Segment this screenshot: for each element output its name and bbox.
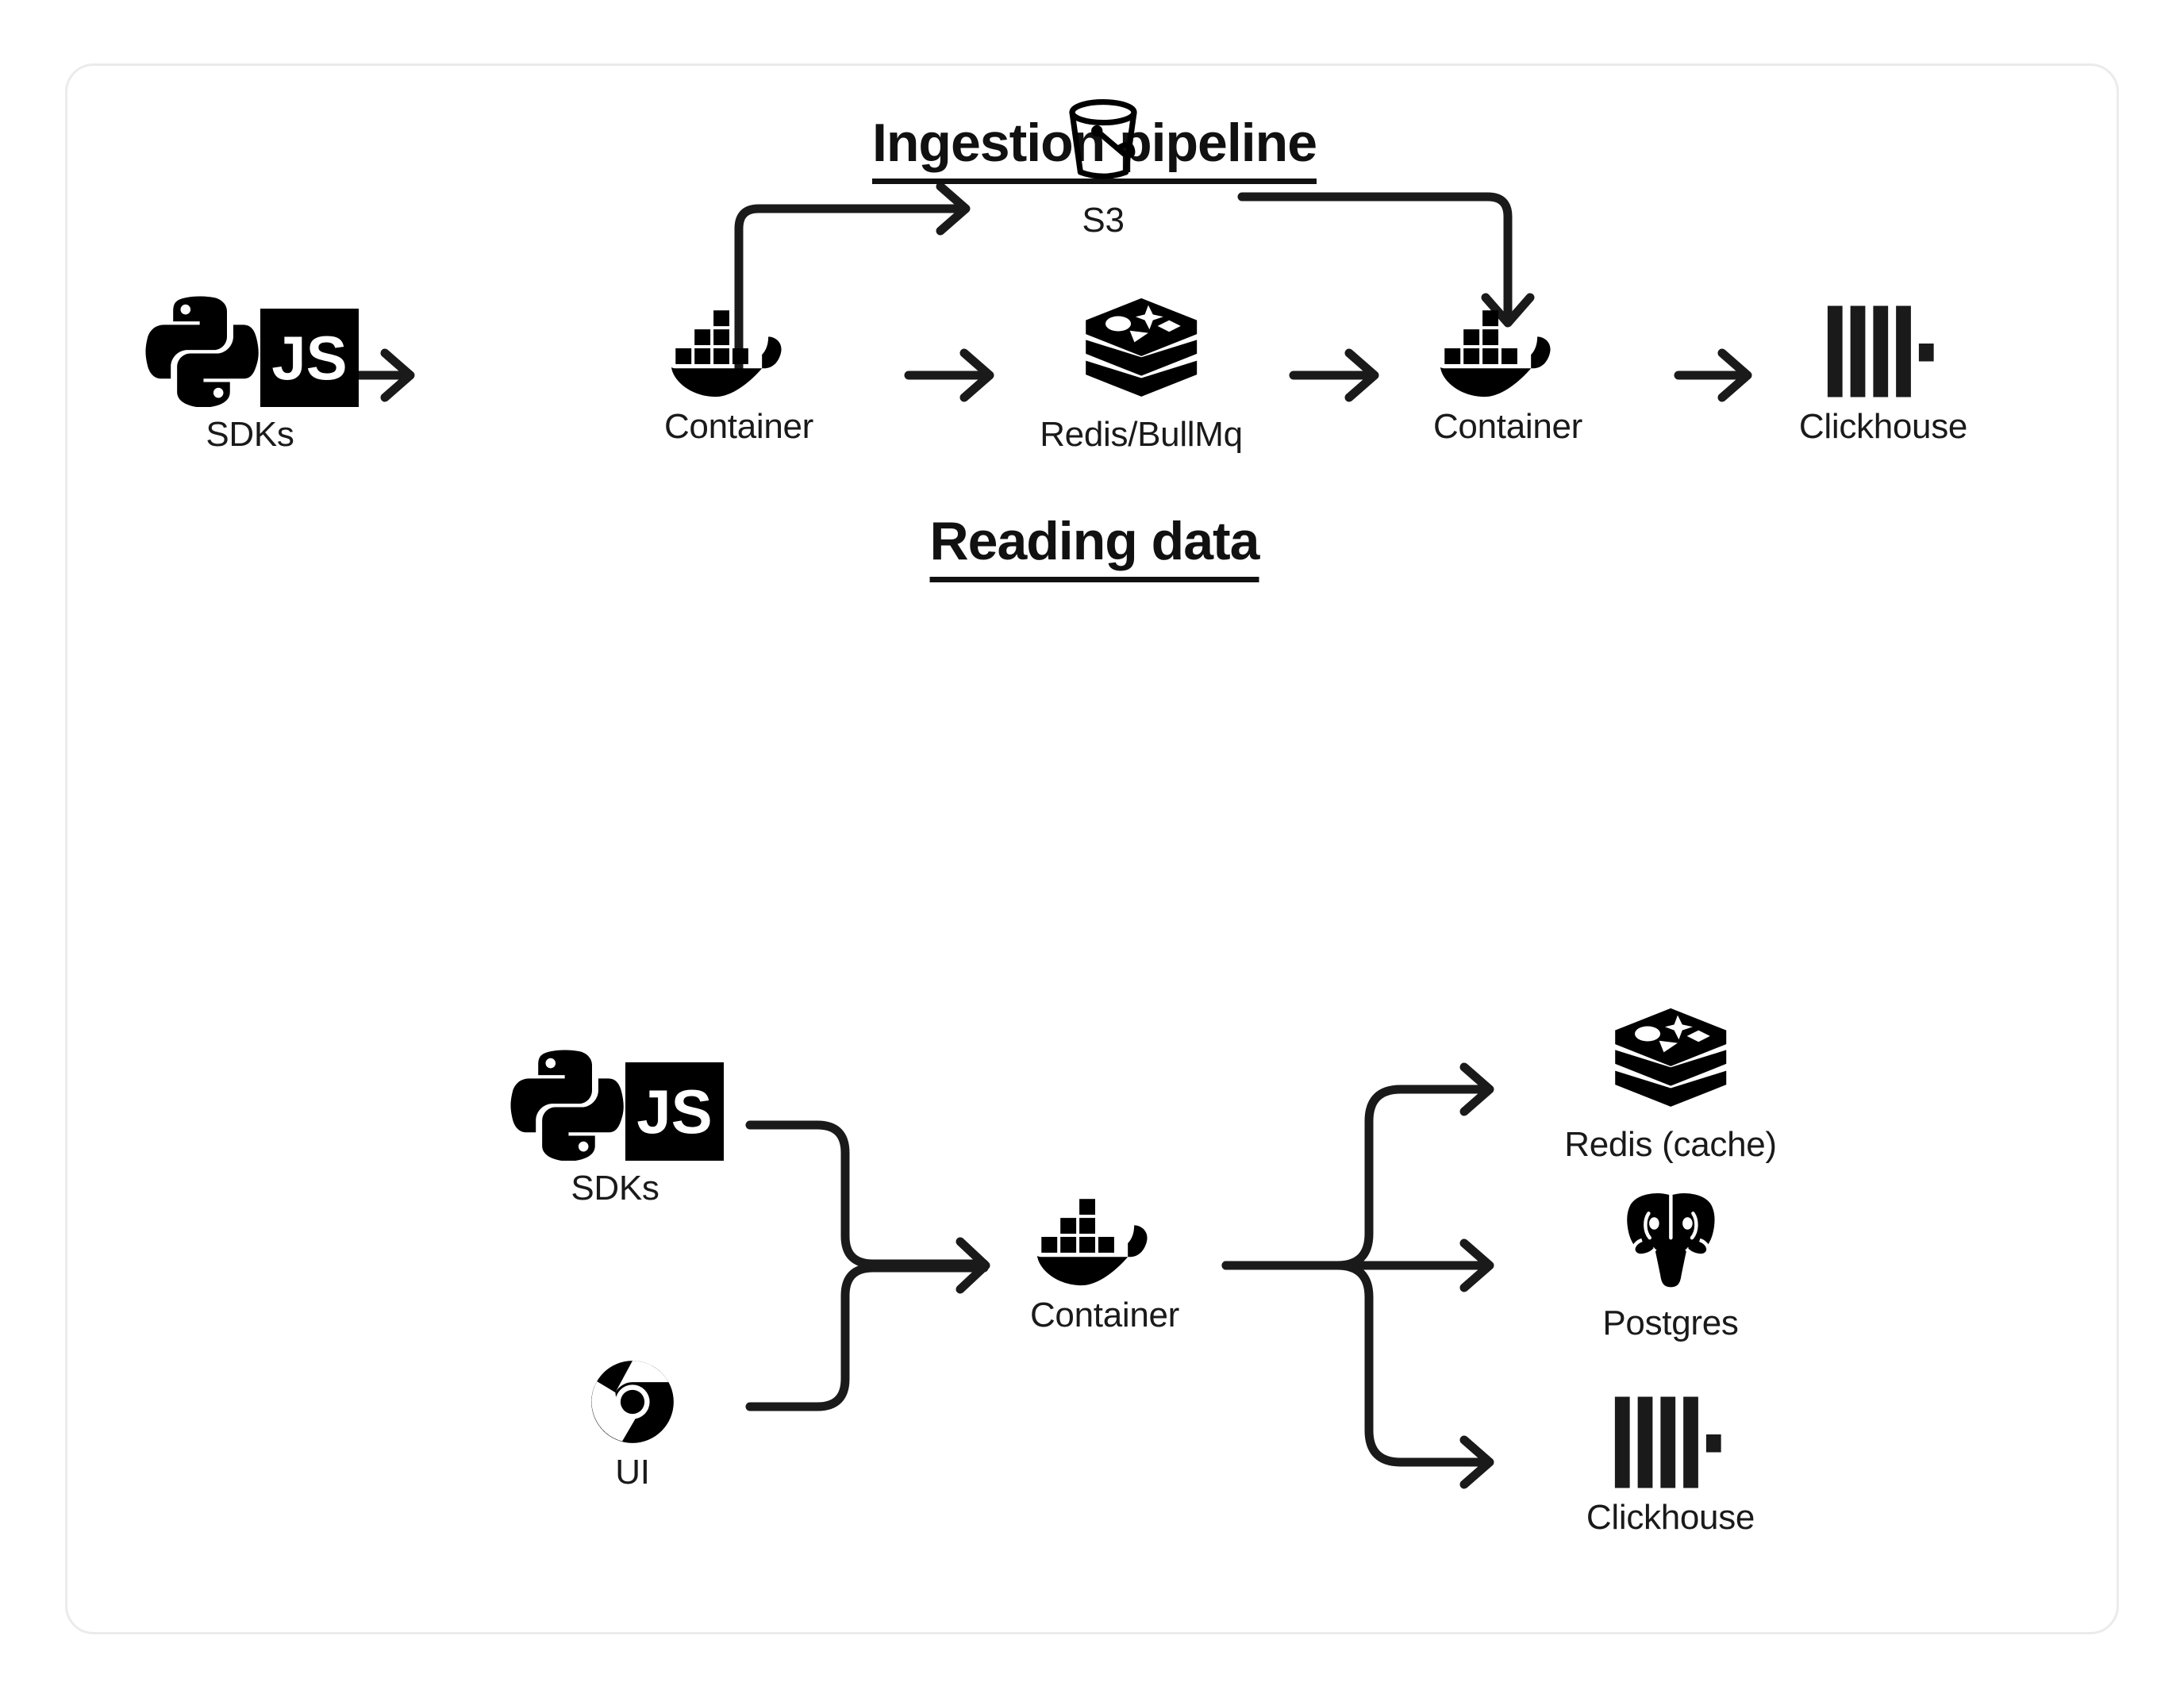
arrow-container2-to-clickhouse bbox=[1674, 348, 1752, 402]
redis-stack-glyph bbox=[1614, 1008, 1726, 1107]
node-s3[interactable]: S3 bbox=[1052, 90, 1155, 240]
node-clickhouse2[interactable]: Clickhouse bbox=[1586, 1395, 1755, 1538]
arrow-container3-to-redis-cache bbox=[1221, 1062, 1494, 1270]
node-clickhouse-label: Clickhouse bbox=[1798, 407, 1968, 446]
javascript-icon-label: JS bbox=[636, 1077, 713, 1146]
docker-whale-glyph bbox=[1037, 1199, 1148, 1286]
python-icon bbox=[145, 296, 259, 407]
postgres-elephant-glyph bbox=[1623, 1189, 1718, 1291]
node-container3[interactable]: Container bbox=[1030, 1192, 1179, 1335]
python-js-sdk-icon: JS bbox=[141, 288, 359, 407]
docker-whale-icon bbox=[664, 304, 813, 399]
node-sdks-label: SDKs bbox=[206, 415, 294, 454]
clickhouse-bars-glyph bbox=[1828, 305, 1934, 397]
chrome-browser-glyph bbox=[591, 1361, 674, 1443]
node-container2-label: Container bbox=[1432, 407, 1583, 446]
arrow-container1-to-redis bbox=[904, 348, 994, 402]
node-container1-label: Container bbox=[663, 407, 814, 446]
node-s3-label: S3 bbox=[1082, 201, 1125, 240]
javascript-icon-label: JS bbox=[271, 323, 348, 393]
arrow-container3-to-postgres bbox=[1221, 1238, 1494, 1292]
section-title-reading-text: Reading data bbox=[929, 510, 1259, 582]
node-ui-label: UI bbox=[615, 1453, 650, 1492]
node-redis-label: Redis/BullMq bbox=[1040, 415, 1243, 454]
node-redis-cache-label: Redis (cache) bbox=[1564, 1125, 1777, 1164]
s3-bucket-icon bbox=[1052, 90, 1155, 193]
node-redis-cache[interactable]: Redis (cache) bbox=[1564, 1006, 1777, 1165]
node-sdks2[interactable]: JS SDKs bbox=[506, 1042, 724, 1208]
redis-stack-icon bbox=[1564, 1006, 1777, 1117]
redis-stack-glyph bbox=[1085, 298, 1197, 397]
node-container1[interactable]: Container bbox=[664, 304, 813, 447]
javascript-icon: JS bbox=[625, 1062, 724, 1161]
docker-whale-glyph bbox=[671, 310, 782, 397]
docker-whale-glyph bbox=[1440, 310, 1551, 397]
arrow-container3-to-clickhouse2 bbox=[1221, 1261, 1494, 1489]
node-postgres[interactable]: Postgres bbox=[1602, 1185, 1739, 1343]
clickhouse-bars-icon bbox=[1799, 304, 1967, 399]
chrome-browser-icon bbox=[590, 1359, 675, 1445]
node-ui[interactable]: UI bbox=[590, 1359, 675, 1492]
clickhouse-bars-glyph bbox=[1615, 1396, 1721, 1488]
clickhouse-bars-icon bbox=[1586, 1395, 1755, 1490]
docker-whale-icon bbox=[1433, 304, 1582, 399]
javascript-icon: JS bbox=[260, 309, 359, 407]
python-js-sdk-icon: JS bbox=[506, 1042, 724, 1161]
node-container3-label: Container bbox=[1029, 1296, 1180, 1334]
node-sdks[interactable]: JS SDKs bbox=[141, 288, 359, 455]
node-clickhouse[interactable]: Clickhouse bbox=[1799, 304, 1967, 447]
node-redis[interactable]: Redis/BullMq bbox=[1040, 296, 1243, 455]
section-title-reading: Reading data bbox=[929, 510, 1259, 582]
node-clickhouse2-label: Clickhouse bbox=[1586, 1498, 1755, 1537]
diagram-canvas: Ingestion pipeline JS SDKs bbox=[65, 63, 2119, 1634]
python-icon bbox=[510, 1050, 624, 1161]
node-container2[interactable]: Container bbox=[1433, 304, 1582, 447]
node-postgres-label: Postgres bbox=[1602, 1304, 1739, 1342]
arrow-ui-to-container3 bbox=[745, 1237, 990, 1411]
arrow-sdks2-to-container3 bbox=[745, 1120, 989, 1269]
node-sdks2-label: SDKs bbox=[571, 1169, 659, 1208]
s3-bucket-glyph bbox=[1069, 99, 1137, 179]
arrow-redis-to-container2 bbox=[1289, 348, 1379, 402]
redis-stack-icon bbox=[1040, 296, 1243, 407]
postgres-elephant-icon bbox=[1602, 1185, 1738, 1296]
docker-whale-icon bbox=[1030, 1192, 1179, 1288]
